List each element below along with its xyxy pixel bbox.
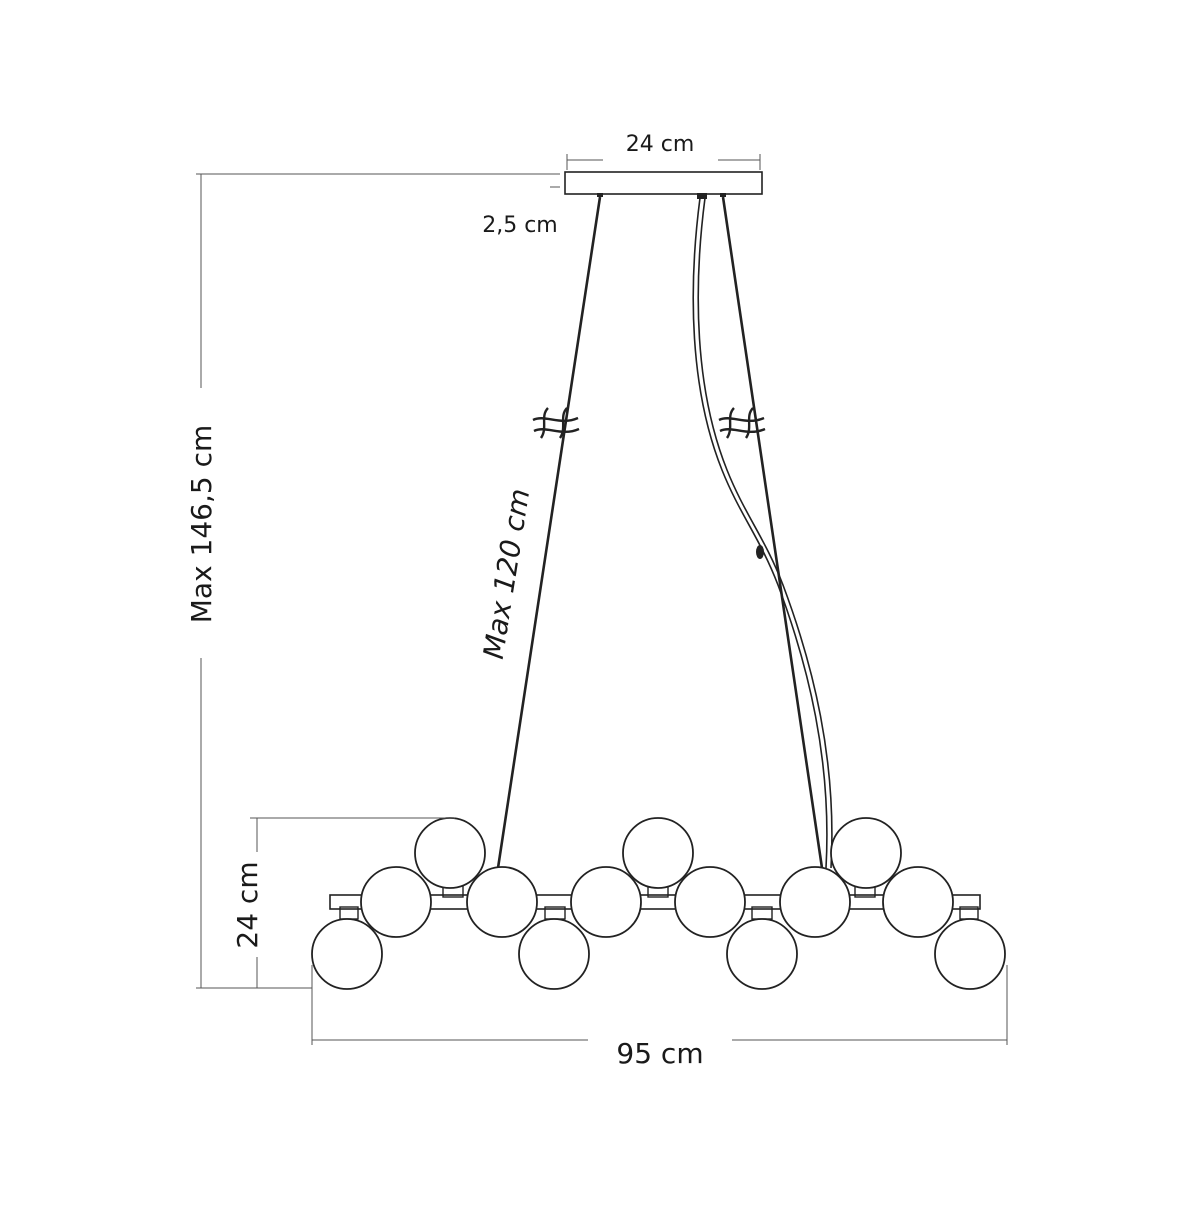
total-height-dimension: [196, 173, 560, 989]
power-cord: [692, 197, 833, 869]
body-height-label: 24 cm: [231, 861, 264, 948]
length-break-icon: [532, 407, 580, 439]
glass-globes: [311, 817, 1006, 990]
cable-length-label: Max 120 cm: [477, 486, 536, 661]
body-height-dimension: [250, 817, 455, 988]
ceiling-canopy: [564, 171, 763, 199]
canopy-height-label: 2,5 cm: [482, 213, 558, 238]
canopy-width-label: 24 cm: [626, 132, 695, 157]
body-width-dimension: [311, 965, 1008, 1045]
suspension-cables: [496, 196, 824, 869]
length-break-icon: [718, 407, 766, 439]
canopy-width-dimension: [566, 154, 761, 170]
body-width-label: 95 cm: [616, 1037, 703, 1070]
total-height-label: Max 146,5 cm: [185, 425, 218, 624]
